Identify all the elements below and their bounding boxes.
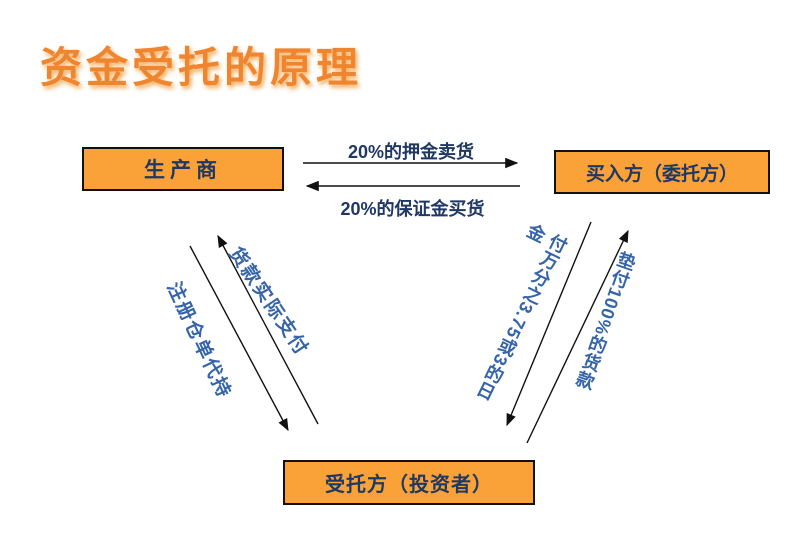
node-trustee: 受托方（投资者） — [283, 460, 535, 505]
arrow-producer-to-trustee — [189, 245, 289, 432]
node-trustee-label: 受托方（投资者） — [325, 474, 493, 496]
node-producer-label: 生产商 — [144, 159, 222, 182]
node-buyer: 买入方（委托方） — [554, 150, 770, 194]
page-title: 资金受托的原理 — [40, 43, 363, 92]
node-producer: 生产商 — [82, 147, 284, 191]
arrow-buyer-to-trustee — [506, 221, 592, 427]
arrow-trustee-to-buyer — [526, 229, 629, 444]
flow-label-margin-buy: 20%的保证金买货 — [340, 199, 485, 219]
flow-label-deposit-sell: 20%的押金卖货 — [347, 142, 475, 162]
arrow-trustee-to-producer — [217, 234, 319, 425]
node-buyer-label: 买入方（委托方） — [585, 163, 738, 185]
